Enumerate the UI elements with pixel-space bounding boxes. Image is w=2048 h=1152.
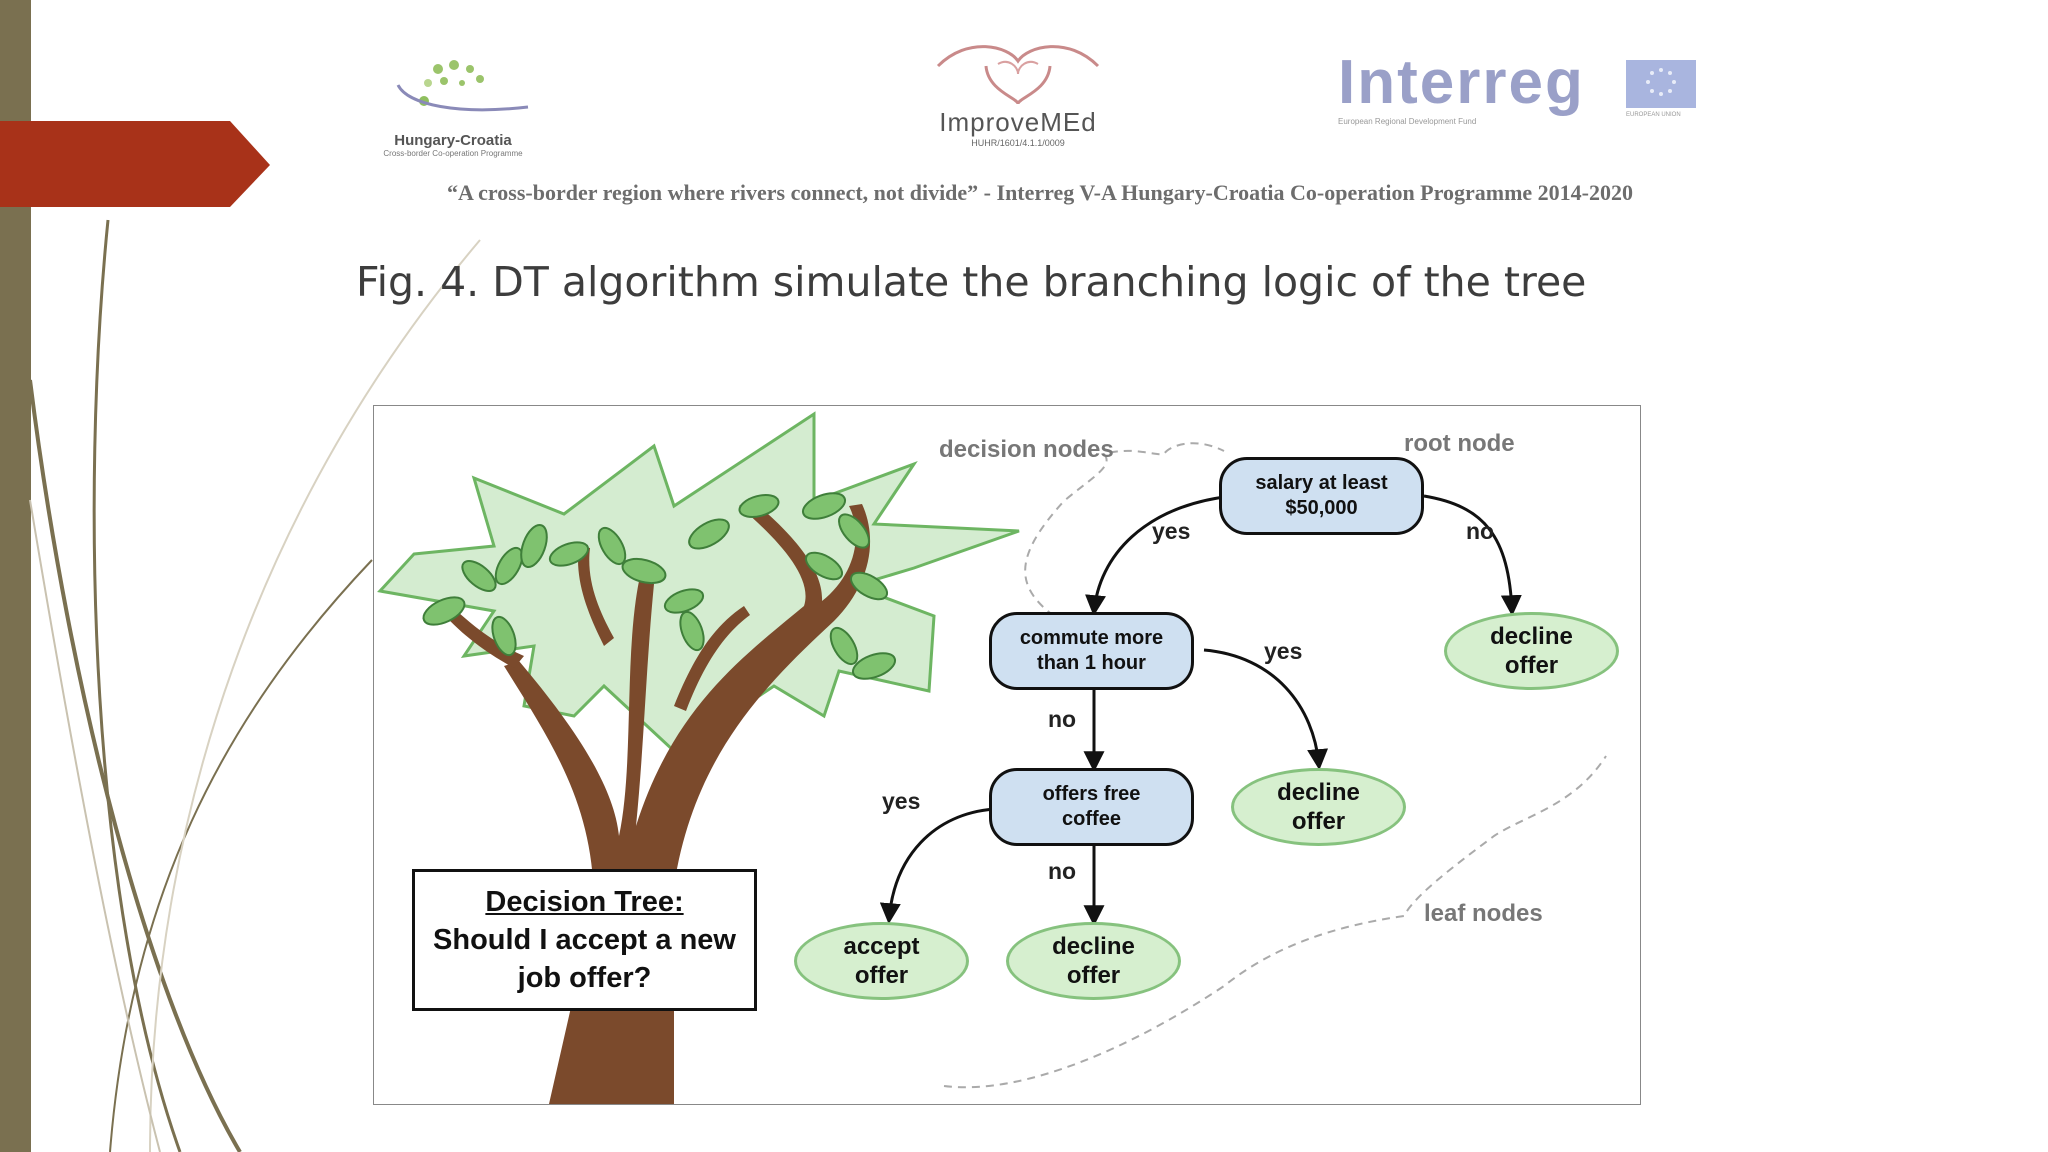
node-coffee-line2: coffee [1062, 808, 1121, 830]
hungary-croatia-title: Hungary-Croatia [394, 132, 512, 149]
programme-tagline: “A cross-border region where rivers conn… [446, 180, 1633, 205]
hungary-croatia-subtitle: Cross-border Co-operation Programme [383, 149, 523, 158]
leaf-nodes-bracket [943, 755, 1607, 1089]
edge-coffee-no: no [1048, 858, 1077, 884]
node-salary-line1: salary at least [1255, 472, 1388, 494]
tree-box-line2: job offer? [517, 962, 652, 994]
root-node-label: root node [1404, 430, 1515, 457]
node-commute-line2: than 1 hour [1037, 652, 1146, 674]
node-commute-line1: commute more [1019, 627, 1164, 649]
improvemed-title: ImproveMEd [939, 107, 1097, 137]
tree-box-title: Decision Tree: [485, 886, 684, 918]
decision-tree-figure: decision nodes root node leaf nodes sala… [373, 405, 1641, 1105]
leaf-decline-1-line2: offer [1504, 652, 1559, 679]
node-coffee-line1: offers free [1042, 783, 1141, 805]
node-commute: commute more than 1 hour [989, 612, 1194, 690]
eu-flag-icon: EUROPEAN UNION [1626, 60, 1696, 118]
interreg-subtitle: European Regional Development Fund [1338, 117, 1477, 126]
decision-nodes-label: decision nodes [939, 436, 1114, 463]
tree-connectors [879, 494, 1522, 927]
improvemed-heart-icon [936, 45, 1100, 105]
leaf-nodes-label: leaf nodes [1424, 900, 1543, 927]
edge-salary-no: no [1466, 518, 1495, 544]
hungary-croatia-logo: Hungary-Croatia Cross-border Co-operatio… [348, 55, 558, 158]
leaf-decline-3-line2: offer [1066, 962, 1121, 989]
improvemed-logo: ImproveMEd HUHR/1601/4.1.1/0009 [918, 36, 1118, 148]
decision-tree-title-box: Decision Tree: Should I accept a new job… [412, 869, 757, 1011]
hungary-croatia-dots-icon [396, 60, 529, 112]
leaf-decline-2-line1: decline [1277, 779, 1360, 806]
interreg-logo: Interreg European Regional Development F… [1338, 52, 1710, 126]
eu-label: EUROPEAN UNION [1626, 112, 1681, 118]
node-salary: salary at least $50,000 [1219, 457, 1424, 535]
leaf-decline-3-line1: decline [1052, 933, 1135, 960]
decision-nodes-bracket [1024, 442, 1225, 617]
interreg-title: Interreg [1338, 48, 1585, 117]
edge-commute-no: no [1048, 706, 1077, 732]
improvemed-code: HUHR/1601/4.1.1/0009 [971, 138, 1065, 148]
leaf-decline-2-line2: offer [1291, 808, 1346, 835]
tree-leaves [422, 492, 897, 680]
leaf-accept-line1: accept [843, 933, 920, 960]
leaf-accept-line2: offer [854, 962, 909, 989]
edge-commute-yes: yes [1264, 638, 1303, 664]
red-arrow-tab [0, 121, 270, 207]
node-salary-line2: $50,000 [1285, 497, 1358, 519]
edge-salary-yes: yes [1152, 518, 1191, 544]
leaf-decline-1-line1: decline [1490, 623, 1573, 650]
edge-coffee-yes: yes [882, 788, 921, 814]
tree-box-line1: Should I accept a new [433, 924, 736, 956]
figure-caption: Fig. 4. DT algorithm simulate the branch… [356, 258, 1587, 306]
node-coffee: offers free coffee [989, 768, 1194, 846]
